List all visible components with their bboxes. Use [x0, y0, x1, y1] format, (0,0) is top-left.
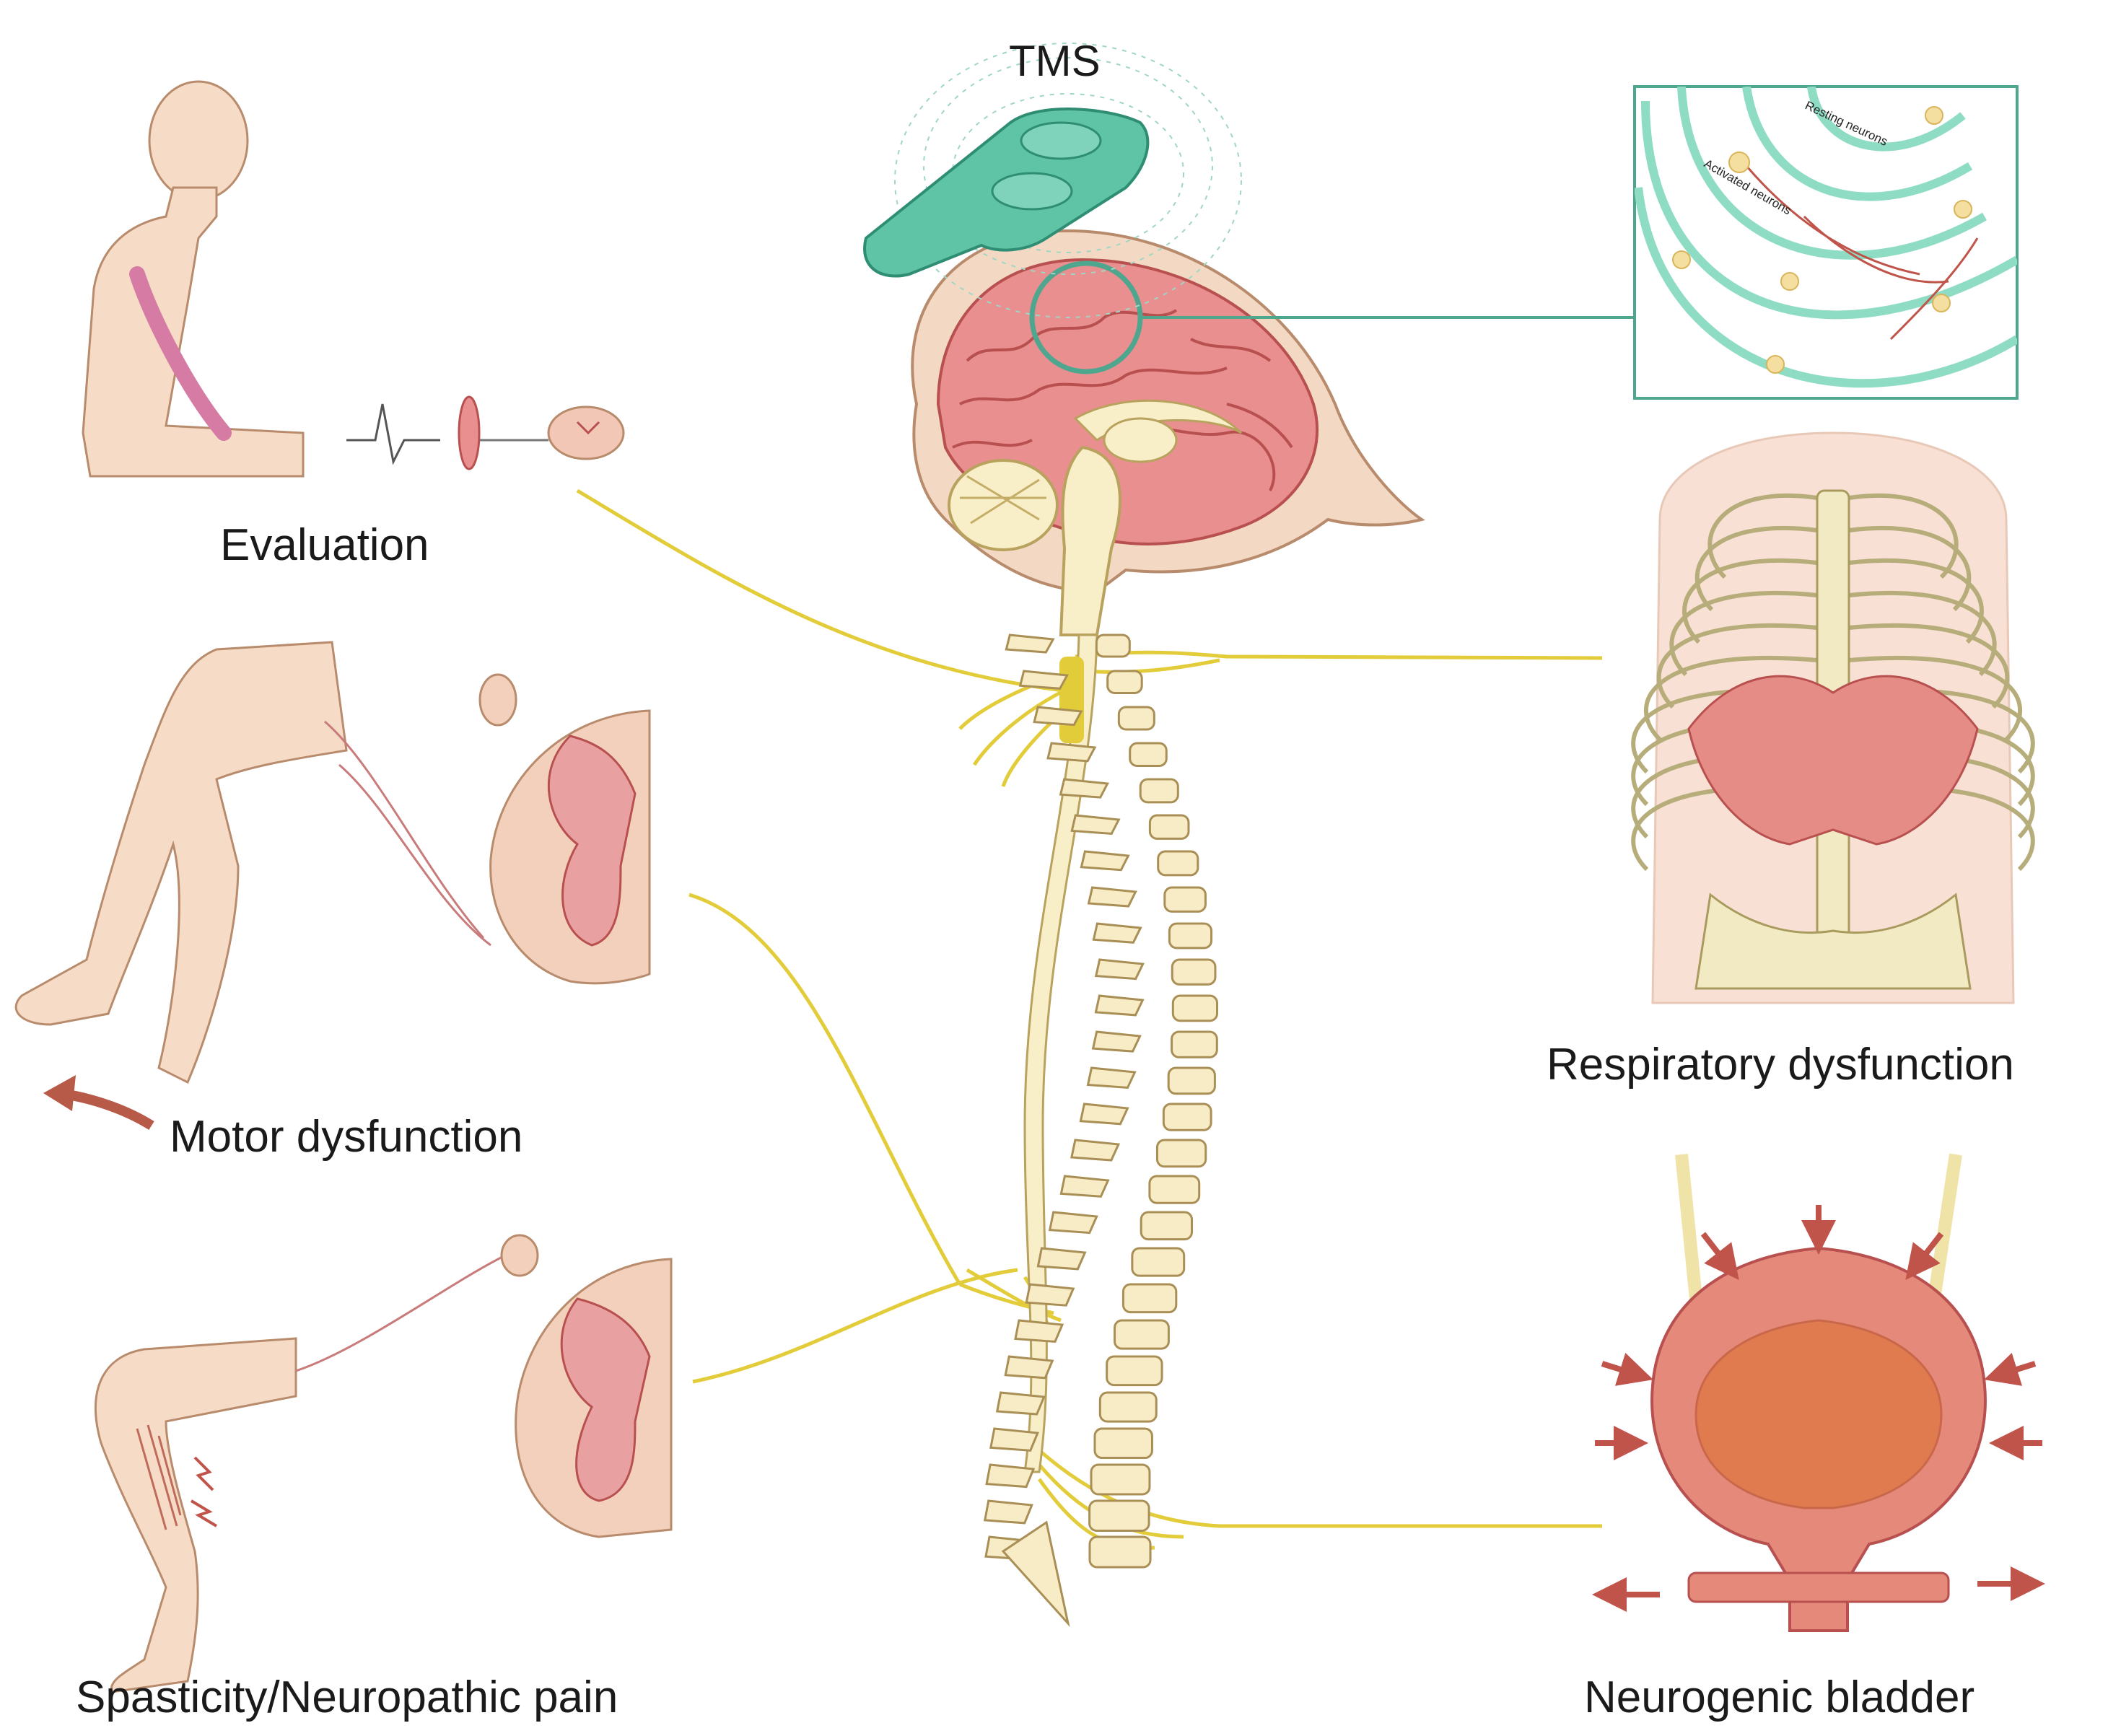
spinous-process: [1080, 850, 1130, 872]
vertebra: [1088, 1499, 1150, 1533]
vertebra: [1088, 1535, 1152, 1569]
spinous-process: [1048, 1211, 1098, 1235]
vertebra: [1168, 922, 1213, 950]
label-evaluation: Evaluation: [220, 520, 429, 570]
vertebra: [1157, 850, 1199, 877]
rib: [1669, 590, 1818, 677]
spinous-process: [1059, 1175, 1110, 1198]
label-motor-dysfunction: Motor dysfunction: [170, 1112, 523, 1162]
spinous-process: [1070, 1139, 1121, 1162]
spinous-process: [985, 1463, 1036, 1489]
rib: [1848, 493, 1959, 579]
vertebra: [1090, 1463, 1151, 1496]
rib: [1694, 525, 1818, 612]
spinous-process: [1036, 1247, 1087, 1271]
rib: [1656, 623, 1818, 709]
spinous-process: [983, 1499, 1033, 1525]
spinous-process: [1014, 1319, 1064, 1343]
spinous-process: [1033, 706, 1083, 727]
vertebra: [1106, 670, 1143, 694]
vertebra: [1148, 1175, 1201, 1204]
rib: [1848, 655, 2023, 742]
vertebra: [1117, 706, 1155, 731]
rib: [1707, 493, 1818, 579]
rib: [1848, 558, 1984, 644]
spinous-process: [1086, 1066, 1137, 1090]
vertebra: [1139, 778, 1179, 804]
spinous-process: [1087, 886, 1137, 908]
respiratory-illustration: [1631, 431, 2035, 1004]
spasticity-illustration: [95, 1234, 673, 1693]
rib: [1643, 655, 1818, 742]
vertebra: [1155, 1139, 1207, 1168]
rib: [1848, 590, 1997, 677]
spine-illustration: [983, 634, 1219, 1628]
motor-dysfunction-illustration: [14, 641, 651, 1130]
spinous-process: [1079, 1102, 1129, 1126]
vertebra: [1148, 814, 1190, 840]
vertebra: [1095, 634, 1131, 658]
evaluation-illustration: [82, 80, 625, 478]
label-spasticity: Spasticity/Neuropathic pain: [76, 1673, 618, 1722]
bladder-illustration: [1592, 1153, 2045, 1632]
vertebra: [1167, 1066, 1216, 1095]
spinous-process: [1091, 1030, 1142, 1053]
spinous-process: [1025, 1283, 1075, 1307]
spinous-process: [1004, 1355, 1054, 1380]
vertebra: [1171, 958, 1217, 986]
vertebra: [1131, 1247, 1186, 1277]
neuron-inset: Resting neurons Activated neurons: [1633, 85, 2019, 400]
spinous-process: [1094, 958, 1145, 981]
label-neurogenic-bladder: Neurogenic bladder: [1584, 1673, 1975, 1722]
rib: [1682, 558, 1818, 644]
vertebra: [1171, 1030, 1218, 1058]
spinous-process: [1094, 994, 1145, 1017]
spinous-process: [1059, 778, 1109, 799]
tms-coil-icon: [863, 43, 1242, 318]
vertebra: [1140, 1211, 1194, 1241]
brain-illustration: [911, 229, 1635, 636]
vertebra: [1098, 1391, 1158, 1423]
vertebra: [1106, 1355, 1163, 1387]
spinous-process: [1092, 922, 1142, 944]
rib: [1848, 623, 2010, 709]
vertebra: [1114, 1319, 1170, 1350]
spinous-process: [1018, 670, 1070, 690]
spinous-process: [1070, 814, 1121, 836]
vertebra: [1093, 1427, 1153, 1460]
vertebra: [1129, 742, 1168, 767]
label-respiratory-dysfunction: Respiratory dysfunction: [1547, 1040, 2014, 1090]
spinous-process: [1046, 742, 1097, 763]
rib: [1848, 525, 1972, 612]
spinous-process: [1005, 634, 1055, 654]
vertebra: [1163, 886, 1207, 913]
label-tms: TMS: [1009, 37, 1101, 85]
vertebra: [1121, 1283, 1178, 1314]
vertebra: [1162, 1102, 1212, 1131]
spinous-process: [995, 1391, 1046, 1416]
vertebra: [1171, 994, 1219, 1022]
spinous-process: [989, 1427, 1039, 1452]
